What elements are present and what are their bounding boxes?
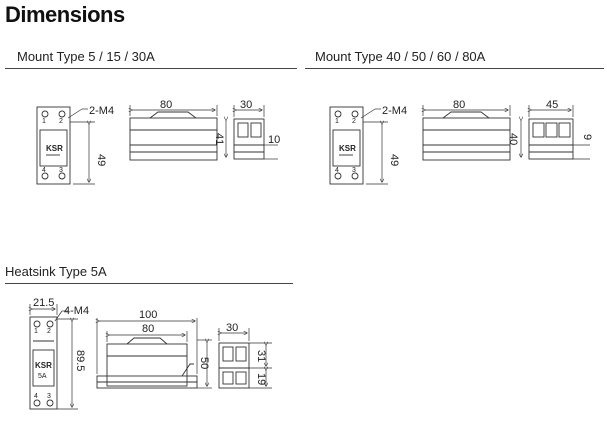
section-rule — [305, 68, 604, 69]
mount-small-side-dims — [226, 105, 278, 160]
heatsink-logo: KSR — [35, 361, 52, 370]
pin-1-label: 1 — [42, 118, 46, 125]
heatsink-body-width: 80 — [142, 323, 154, 335]
mount-small-hole-label: 2-M4 — [89, 105, 114, 117]
pin-3-label: 3 — [59, 167, 63, 174]
section-rule — [5, 68, 297, 69]
heatsink-upper-height: 31 — [255, 350, 267, 362]
mount-small-front-height: 49 — [95, 154, 107, 166]
mount-small-front-view — [36, 106, 71, 185]
mount-small-side-height: 41 — [213, 133, 225, 145]
heatsink-side-height: 50 — [198, 357, 210, 369]
mount-small-top-width: 80 — [160, 99, 172, 111]
pin-4-label: 4 — [42, 167, 46, 174]
pin-2-label: 2 — [47, 328, 51, 335]
mount-large-side-dims — [521, 105, 590, 160]
mount-large-side-view — [528, 118, 574, 160]
mount-small-top-dims — [130, 105, 218, 116]
pin-3-label: 3 — [47, 393, 51, 400]
pin-4-label: 4 — [335, 167, 339, 174]
mount-small-side-depth: 30 — [240, 99, 252, 111]
mount-large-bottom-height: 9 — [581, 134, 593, 140]
mount-large-logo: KSR — [339, 144, 356, 153]
mount-small-front-dims — [67, 108, 95, 185]
heatsink-side-dims — [219, 328, 272, 389]
heatsink-lower-height: 19 — [255, 373, 267, 385]
section-title-mount-small: Mount Type 5 / 15 / 30A — [17, 49, 155, 64]
heatsink-side-view — [218, 342, 250, 389]
heatsink-top-view — [96, 337, 198, 389]
heatsink-rating: 5A — [38, 373, 47, 380]
heatsink-front-width: 21.5 — [33, 297, 54, 309]
heatsink-overall-width: 100 — [139, 309, 157, 321]
mount-large-top-width: 80 — [453, 99, 465, 111]
heatsink-hole-label: 4-M4 — [64, 305, 89, 317]
section-title-mount-large: Mount Type 40 / 50 / 60 / 80A — [315, 49, 486, 64]
mount-small-logo: KSR — [46, 144, 63, 153]
pin-4-label: 4 — [34, 393, 38, 400]
mount-large-hole-label: 2-M4 — [382, 105, 407, 117]
pin-2-label: 2 — [59, 118, 63, 125]
pin-2-label: 2 — [352, 118, 356, 125]
pin-3-label: 3 — [352, 167, 356, 174]
pin-1-label: 1 — [335, 118, 339, 125]
heatsink-front-dims — [30, 304, 78, 410]
mount-small-side-view — [233, 118, 265, 160]
heatsink-front-height: 89.5 — [74, 350, 86, 371]
mount-small-bottom-height: 10 — [268, 134, 280, 146]
mount-large-side-height: 40 — [507, 133, 519, 145]
section-rule — [5, 283, 293, 284]
mount-large-top-dims — [423, 105, 511, 116]
mount-small-top-view — [129, 111, 218, 161]
mount-large-front-view — [329, 106, 364, 185]
heatsink-side-depth: 30 — [226, 322, 238, 334]
mount-large-front-dims — [360, 108, 388, 185]
heatsink-front-view — [29, 316, 58, 410]
page-title: Dimensions — [5, 2, 125, 27]
section-title-heatsink: Heatsink Type 5A — [5, 264, 107, 279]
mount-large-top-view — [422, 111, 511, 161]
heatsink-top-dims — [97, 318, 212, 389]
mount-large-side-depth: 45 — [546, 99, 558, 111]
mount-large-front-height: 49 — [388, 154, 400, 166]
pin-1-label: 1 — [34, 328, 38, 335]
